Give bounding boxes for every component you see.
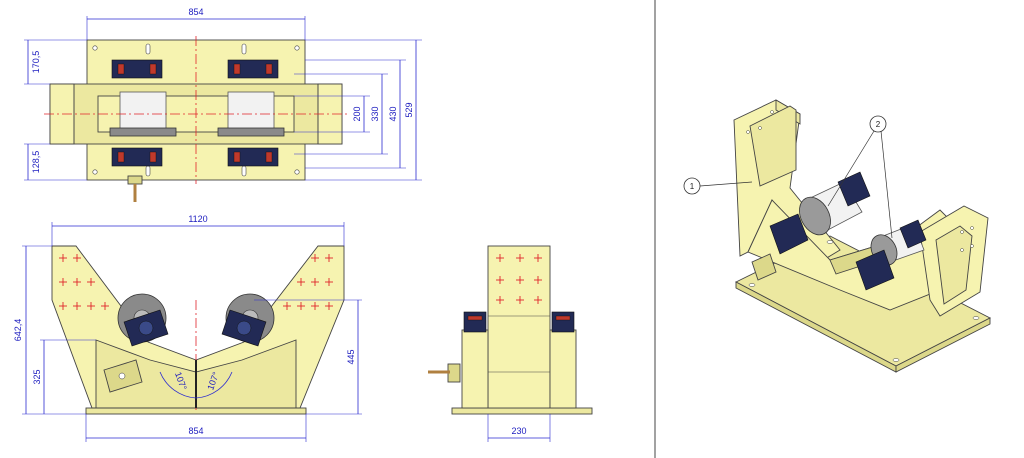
dim-front-325: 325 xyxy=(32,369,42,384)
dim-top-330: 330 xyxy=(370,106,380,121)
side-view: 230 xyxy=(428,245,593,442)
dim-front-base: 854 xyxy=(188,426,203,436)
side-upright xyxy=(487,245,551,409)
side-holes xyxy=(496,254,542,304)
dim-top-width: 854 xyxy=(188,7,203,17)
front-bearing-left xyxy=(123,309,169,347)
top-roller-left xyxy=(119,91,167,133)
isometric-view: 1 2 xyxy=(683,99,991,373)
dim-front-height: 642,4 xyxy=(13,319,23,342)
dim-top-200: 200 xyxy=(352,106,362,121)
side-right-block xyxy=(549,329,577,409)
dim-front-width: 1120 xyxy=(188,214,207,224)
callout-rollers xyxy=(869,115,887,133)
front-left-holes xyxy=(59,254,109,310)
dim-side-width: 230 xyxy=(511,426,526,436)
dim-top-529: 529 xyxy=(404,102,414,117)
top-view: 854 170,5 128,5 200 330 430 529 xyxy=(24,7,422,202)
top-disc-right xyxy=(217,127,285,137)
dim-front-445: 445 xyxy=(346,349,356,364)
iso-bearings xyxy=(769,171,927,291)
top-bearings xyxy=(111,59,279,167)
callout-frame-label: 1 xyxy=(690,182,695,191)
side-bearings xyxy=(463,311,575,333)
side-base-plate xyxy=(451,407,593,415)
dim-top-170: 170,5 xyxy=(31,51,41,74)
dim-top-430: 430 xyxy=(388,106,398,121)
callout-rollers-label: 2 xyxy=(876,120,881,129)
front-right-holes xyxy=(283,254,333,310)
side-left-block xyxy=(461,329,489,409)
front-view: 107° 107° 1120 642,4 325 445 854 xyxy=(13,214,362,442)
top-drive-stub xyxy=(127,175,143,185)
front-bearing-right xyxy=(221,309,267,347)
top-disc-left xyxy=(109,127,177,137)
dim-top-128: 128,5 xyxy=(31,151,41,174)
top-roller-right xyxy=(227,91,275,133)
